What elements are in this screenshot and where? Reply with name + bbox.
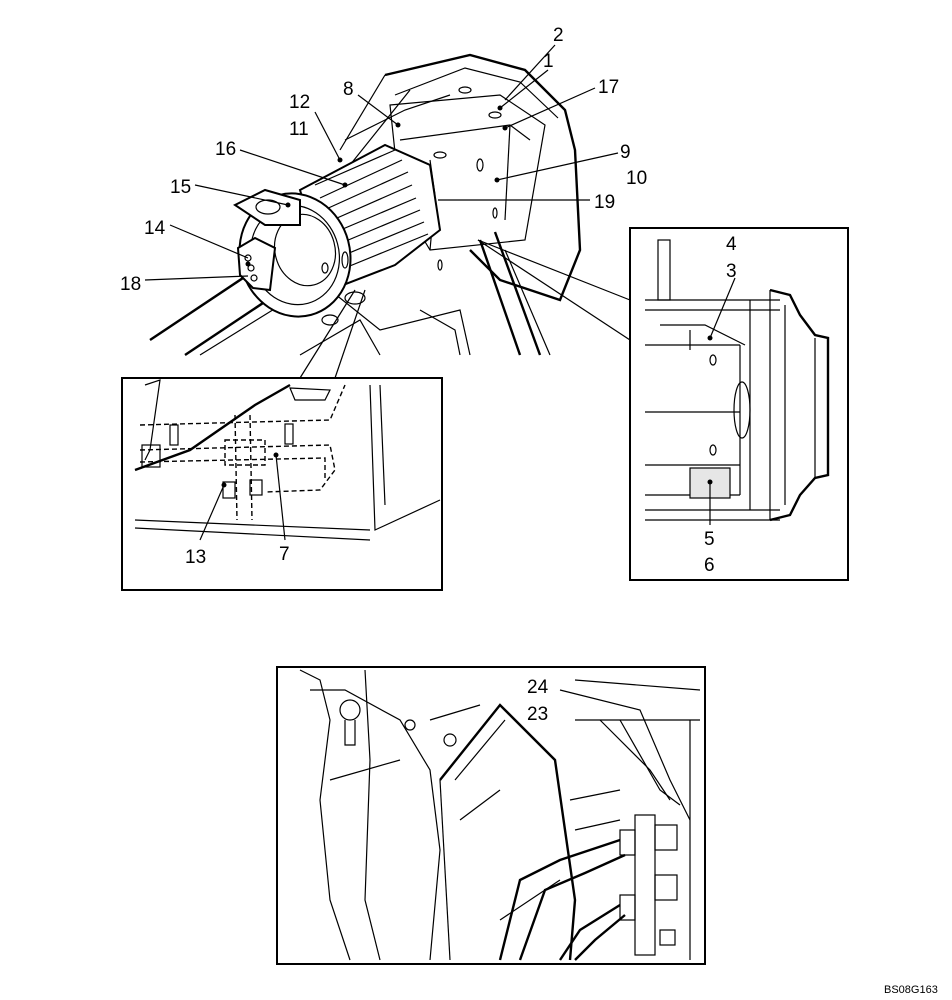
- callout-23: 23: [527, 704, 548, 725]
- callout-13: 13: [185, 547, 206, 568]
- inset-detail-right: [629, 227, 849, 581]
- callout-10: 10: [626, 168, 647, 189]
- callout-1: 1: [543, 51, 554, 72]
- callout-2: 2: [553, 25, 564, 46]
- callout-11: 11: [289, 119, 309, 140]
- callout-18: 18: [120, 274, 141, 295]
- callout-5: 5: [704, 529, 715, 550]
- callout-9: 9: [620, 142, 631, 163]
- callout-19: 19: [594, 192, 615, 213]
- inset-detail-left: [121, 377, 443, 591]
- callout-8: 8: [343, 79, 354, 100]
- callout-24: 24: [527, 677, 549, 698]
- callout-16: 16: [215, 139, 236, 160]
- callout-7: 7: [279, 544, 290, 565]
- callout-12: 12: [289, 92, 310, 113]
- main-assembly-drawing: [144, 44, 631, 379]
- drawing-code: BS08G163: [884, 984, 938, 996]
- callout-3: 3: [726, 261, 737, 282]
- callout-15: 15: [170, 177, 191, 198]
- photo-inset: [276, 666, 706, 965]
- callout-6: 6: [704, 555, 715, 576]
- callout-17: 17: [598, 77, 619, 98]
- callout-4: 4: [726, 234, 737, 255]
- callout-14: 14: [144, 218, 166, 239]
